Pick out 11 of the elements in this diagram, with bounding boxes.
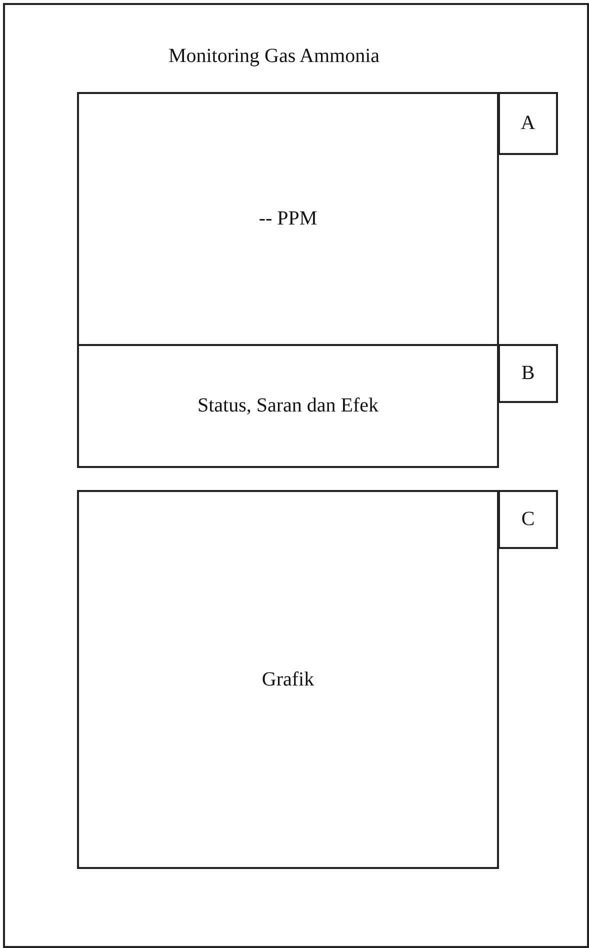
- status-panel: [77, 344, 499, 468]
- screen-title: Monitoring Gas Ammonia: [168, 45, 380, 68]
- ppm-reading: -- PPM: [258, 208, 318, 230]
- section-letter-tag: A: [498, 92, 558, 155]
- status-text: Status, Saran dan Efek: [197, 394, 379, 418]
- chart-panel: [77, 490, 499, 869]
- section-letter-tag: B: [498, 344, 558, 403]
- section-letter-tag: C: [498, 490, 558, 549]
- chart-placeholder-text: Grafik: [262, 668, 314, 691]
- reading-panel: [77, 92, 499, 346]
- screen-frame: [3, 3, 589, 948]
